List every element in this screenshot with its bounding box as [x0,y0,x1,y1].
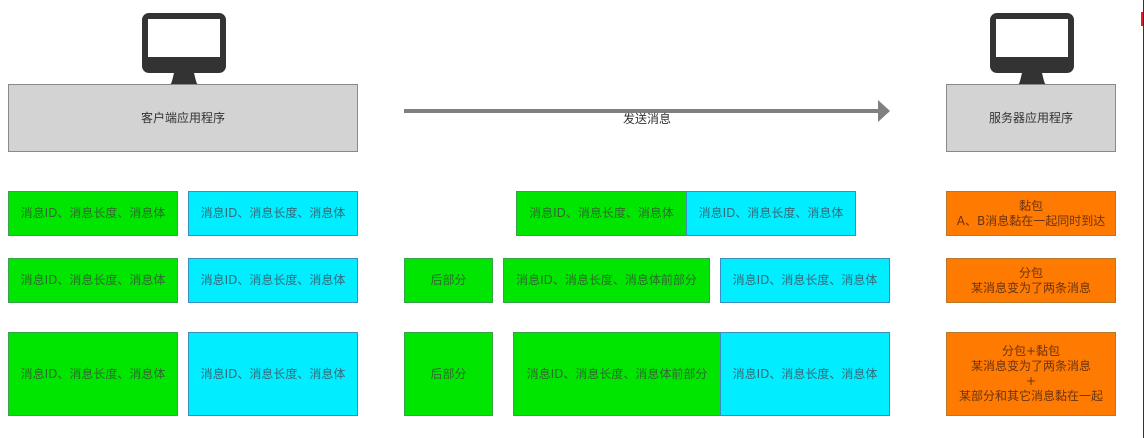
result-title: 分包+黏包 [1001,344,1061,358]
row3-transit-message-a-front: 消息ID、消息长度、消息体前部分 [513,332,721,416]
message-a-front-label: 消息ID、消息长度、消息体前部分 [526,366,708,381]
server-app-label: 服务器应用程序 [988,110,1073,125]
result-desc2: 某部分和其它消息黏在一起 [958,389,1103,403]
message-a-label: 消息ID、消息长度、消息体 [20,273,166,287]
client-app-box: 客户端应用程序 [8,84,358,152]
result-desc: 某消息变为了两条消息 [970,359,1091,373]
row2-transit-message-a-front: 消息ID、消息长度、消息体前部分 [503,258,710,303]
row3-client-message-a: 消息ID、消息长度、消息体 [8,332,178,416]
row2-transit-message-b: 消息ID、消息长度、消息体 [720,258,890,303]
message-b-label: 消息ID、消息长度、消息体 [200,206,346,220]
message-b-label: 消息ID、消息长度、消息体 [732,366,878,381]
row3-result-split-sticky-packet: 分包+黏包 某消息变为了两条消息 + 某部分和其它消息黏在一起 [946,332,1116,416]
send-arrow-label: 发送消息 [622,112,671,126]
message-b-label: 消息ID、消息长度、消息体 [698,206,844,220]
message-b-label: 消息ID、消息长度、消息体 [732,273,878,287]
message-b-label: 消息ID、消息长度、消息体 [200,273,346,287]
row2-client-message-b: 消息ID、消息长度、消息体 [188,258,358,303]
message-a-label: 消息ID、消息长度、消息体 [20,366,166,381]
row2-result-split-packet: 分包 某消息变为了两条消息 [946,258,1116,303]
message-b-label: 消息ID、消息长度、消息体 [200,366,346,381]
send-arrow-line [404,109,880,113]
result-desc: 某消息变为了两条消息 [970,280,1091,295]
result-title: 分包 [1018,265,1043,280]
server-app-box: 服务器应用程序 [946,84,1116,152]
result-desc: A、B消息黏在一起同时到达 [956,213,1106,228]
row1-transit-message-b: 消息ID、消息长度、消息体 [686,191,856,236]
row2-client-message-a: 消息ID、消息长度、消息体 [8,258,178,303]
tail-part-label: 后部分 [430,273,467,287]
tail-part-label: 后部分 [430,366,467,381]
result-plus: + [1025,374,1037,388]
message-a-front-label: 消息ID、消息长度、消息体前部分 [516,273,697,287]
arrow-head-icon [878,100,890,122]
edge-marker [1141,12,1143,26]
client-app-label: 客户端应用程序 [140,110,225,125]
row1-result-sticky-packet: 黏包 A、B消息黏在一起同时到达 [946,191,1116,236]
row1-client-message-a: 消息ID、消息长度、消息体 [8,191,178,236]
row3-transit-tail-part: 后部分 [404,332,493,416]
row3-transit-message-b: 消息ID、消息长度、消息体 [720,332,890,416]
row3-client-message-b: 消息ID、消息长度、消息体 [188,332,358,416]
row2-transit-tail-part: 后部分 [404,258,493,303]
row1-transit-message-a: 消息ID、消息长度、消息体 [516,191,687,236]
server-monitor-icon [990,13,1074,85]
row1-client-message-b: 消息ID、消息长度、消息体 [188,191,358,236]
message-a-label: 消息ID、消息长度、消息体 [529,206,674,220]
message-a-label: 消息ID、消息长度、消息体 [20,206,166,220]
client-monitor-icon [142,13,226,85]
result-title: 黏包 [1018,198,1043,213]
